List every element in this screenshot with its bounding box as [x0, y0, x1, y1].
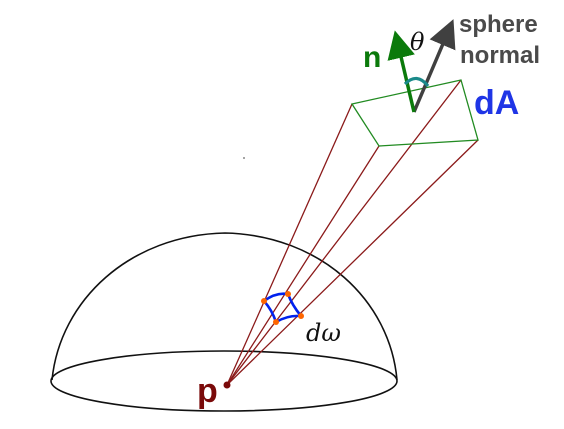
corner-dot — [298, 313, 304, 319]
hemisphere-dome — [51, 232, 398, 381]
rays — [226, 79, 479, 386]
label-n: n — [363, 41, 381, 74]
label-theta: θ — [410, 28, 425, 56]
area-patch-dA — [350, 79, 479, 147]
corner-dot — [285, 291, 291, 297]
n-vector-arrow — [387, 30, 416, 113]
ray-2 — [226, 145, 380, 386]
stray-dot — [243, 157, 245, 159]
corner-dot — [273, 319, 279, 325]
label-normal: normal — [460, 42, 540, 69]
ray-1 — [226, 103, 353, 386]
point-p — [223, 381, 231, 389]
theta-angle-arc — [403, 76, 430, 88]
ray-4 — [226, 139, 479, 386]
hemisphere-base — [50, 350, 398, 412]
label-sphere: sphere — [459, 11, 538, 38]
label-d-omega: dω — [306, 319, 341, 347]
solid-angle-corners — [261, 291, 304, 325]
corner-dot — [261, 298, 267, 304]
label-dA: dA — [474, 84, 519, 122]
sphere-normal-arrow — [412, 19, 456, 113]
label-p: p — [197, 372, 218, 410]
ray-3 — [226, 79, 462, 386]
